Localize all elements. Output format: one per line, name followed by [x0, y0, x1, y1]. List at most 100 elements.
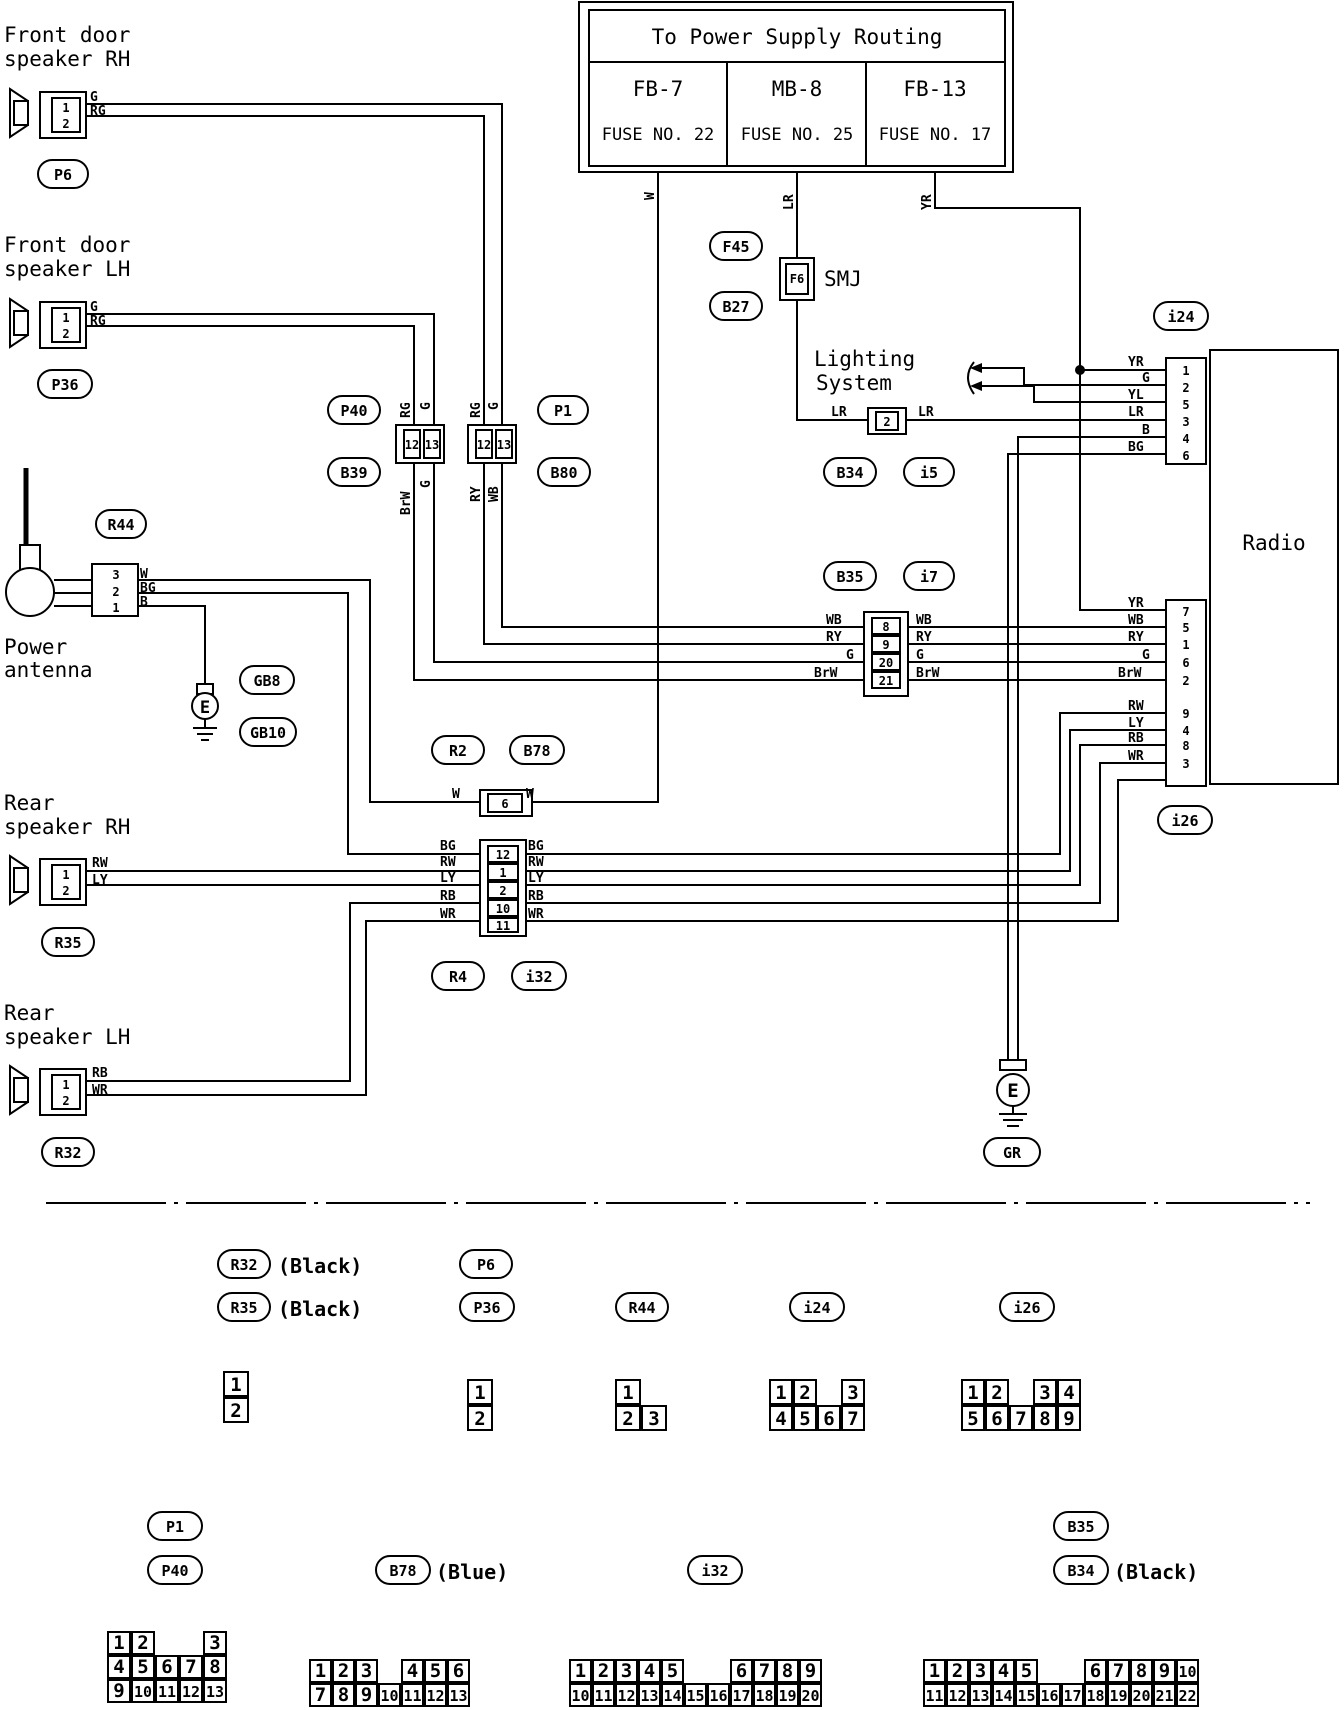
svg-text:RG: RG [90, 104, 106, 119]
legend-pin-label: 8 [209, 1656, 220, 1678]
legend-pin-cell [203, 1679, 227, 1703]
svg-text:G: G [419, 402, 434, 410]
svg-text:13: 13 [497, 438, 511, 452]
legend-pin-label: 5 [137, 1656, 148, 1678]
legend-pin-cell [309, 1659, 332, 1683]
svg-text:B80: B80 [550, 464, 577, 482]
svg-text:R32: R32 [54, 1144, 81, 1162]
svg-text:G: G [90, 90, 98, 105]
legend-pin-cell [401, 1683, 424, 1707]
svg-text:5: 5 [1182, 398, 1189, 412]
legend-pin-cell [615, 1659, 638, 1683]
svg-text:RG: RG [469, 402, 484, 418]
svg-text:2: 2 [1182, 381, 1189, 395]
svg-text:Power: Power [4, 635, 67, 659]
legend-pin-cell [355, 1683, 378, 1707]
legend-pin-label: 9 [113, 1680, 124, 1702]
svg-text:1: 1 [62, 1078, 69, 1092]
svg-text:BrW: BrW [399, 491, 414, 515]
legend-pin-cell [615, 1405, 641, 1431]
svg-text:RW: RW [1128, 699, 1144, 714]
svg-text:1: 1 [499, 866, 506, 880]
legend-pin-label: 17 [1063, 1687, 1081, 1705]
svg-text:YL: YL [1128, 388, 1144, 403]
svg-text:speaker LH: speaker LH [4, 1025, 130, 1049]
legend-connector-p6-p36: 12 [467, 1379, 493, 1431]
svg-text:YR: YR [1128, 355, 1144, 370]
svg-text:12: 12 [405, 438, 419, 452]
svg-text:P1: P1 [554, 402, 572, 420]
svg-text:G: G [90, 300, 98, 315]
svg-text:G: G [1142, 648, 1150, 663]
legend-pin-label: 18 [755, 1687, 773, 1705]
svg-text:7: 7 [1182, 605, 1189, 619]
legend-pin-cell [661, 1659, 684, 1683]
legend-pin-label: 20 [801, 1687, 819, 1705]
legend-pin-cell [203, 1631, 227, 1655]
svg-text:speaker RH: speaker RH [4, 47, 130, 71]
svg-text:9: 9 [1182, 707, 1189, 721]
legend-pin-label: 2 [952, 1660, 963, 1682]
legend-pin-label: 7 [1113, 1660, 1124, 1682]
legend-pin-label: 1 [622, 1382, 633, 1404]
svg-text:10: 10 [496, 902, 510, 916]
legend-pin-label: 5 [967, 1408, 978, 1430]
svg-text:3: 3 [1182, 757, 1189, 771]
legend-pin-cell [1084, 1683, 1107, 1707]
svg-text:BG: BG [440, 839, 456, 854]
svg-text:antenna: antenna [4, 658, 93, 682]
legend-pin-label: 8 [338, 1684, 349, 1706]
legend-pin-label: 6 [161, 1656, 172, 1678]
legend-pin-cell [131, 1679, 155, 1703]
legend-pin-cell [923, 1659, 946, 1683]
legend-pin-cell [1084, 1659, 1107, 1683]
svg-text:WR: WR [92, 1083, 108, 1098]
legend-pin-cell [332, 1659, 355, 1683]
legend-pin-cell [776, 1659, 799, 1683]
legend-pin-cell [155, 1655, 179, 1679]
legend-pin-cell [569, 1683, 592, 1707]
svg-text:21: 21 [879, 674, 893, 688]
svg-text:B78: B78 [523, 742, 550, 760]
legend-pin-label: 3 [648, 1408, 659, 1430]
legend-pin-label: 20 [1132, 1687, 1150, 1705]
svg-text:3: 3 [112, 568, 119, 582]
legend-pin-label: 1 [474, 1382, 485, 1404]
legend-pin-label: 6 [823, 1408, 834, 1430]
legend-pin-cell [769, 1405, 793, 1431]
legend-pin-label: 8 [1039, 1408, 1050, 1430]
legend-pin-label: 2 [137, 1632, 148, 1654]
svg-text:BrW: BrW [916, 666, 940, 681]
legend-pin-cell [1033, 1405, 1057, 1431]
svg-text:Rear: Rear [4, 791, 55, 815]
svg-text:1: 1 [62, 868, 69, 882]
legend-pin-label: 5 [799, 1408, 810, 1430]
svg-text:R44: R44 [628, 1299, 655, 1317]
svg-text:20: 20 [879, 656, 893, 670]
legend-pin-label: 16 [1040, 1687, 1058, 1705]
svg-text:R2: R2 [449, 742, 467, 760]
wires [86, 103, 1172, 1096]
legend-pin-label: 1 [113, 1632, 124, 1654]
fuse-box: To Power Supply Routing FB-7 FUSE NO. 22… [578, 1, 1014, 173]
svg-text:(Blue): (Blue) [436, 1560, 508, 1584]
svg-text:1: 1 [112, 601, 119, 615]
legend-pin-cell [179, 1679, 203, 1703]
legend-pin-label: 2 [598, 1660, 609, 1682]
legend-pin-label: 21 [1155, 1687, 1173, 1705]
legend-pin-cell [223, 1397, 249, 1423]
svg-text:RB: RB [440, 889, 456, 904]
legend-pin-cell [592, 1683, 615, 1707]
legend-pin-label: 7 [759, 1660, 770, 1682]
legend-pin-cell [592, 1659, 615, 1683]
svg-text:YR: YR [920, 194, 935, 210]
svg-text:speaker RH: speaker RH [4, 815, 130, 839]
svg-text:4: 4 [1182, 724, 1189, 738]
legend-pin-label: 3 [1039, 1382, 1050, 1404]
connector-f6: F6 SMJ [779, 257, 862, 301]
legend-connector-r32-r35: 12 [223, 1371, 249, 1423]
legend-pin-label: 13 [640, 1687, 658, 1705]
front-door-speaker-rh: Front door speaker RH 1 2 [4, 23, 130, 139]
